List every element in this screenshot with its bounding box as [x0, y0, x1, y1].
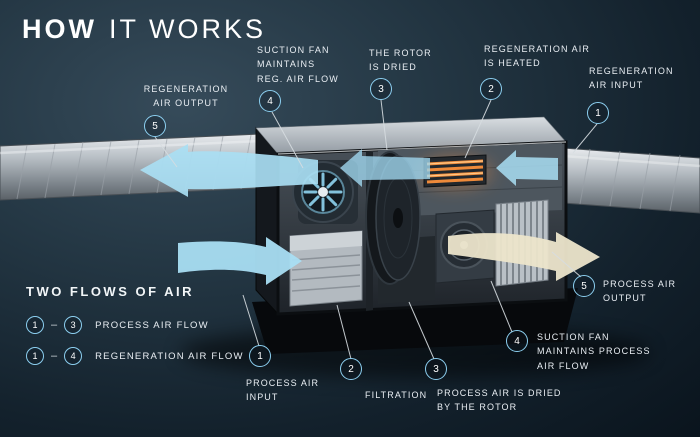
- rotor: [365, 151, 421, 285]
- filter-unit: [289, 230, 363, 307]
- regeneration-internal-arrow: [340, 149, 430, 187]
- legend-circle-to: 3: [64, 316, 83, 334]
- callout-label-regeneration-air-input: REGENERATION AIR INPUT: [589, 66, 674, 91]
- callout-label-process-air-input: PROCESS AIR INPUT: [246, 378, 320, 403]
- callout-label-process-air-dried: PROCESS AIR IS DRIED BY THE ROTOR: [437, 388, 562, 413]
- legend-circle-from: 1: [26, 347, 44, 365]
- callout-label-suction-fan-reg: SUCTION FAN MAINTAINS REG. AIR FLOW: [257, 45, 339, 84]
- legend-dash: –: [51, 350, 58, 362]
- legend: TWO FLOWS OF AIR 1 – 3 PROCESS AIR FLOW …: [26, 284, 244, 365]
- callout-number-process-air-dried: 3: [425, 358, 447, 380]
- legend-row-regeneration-air-flow: 1 – 4 REGENERATION AIR FLOW: [26, 347, 244, 365]
- title-light: IT WORKS: [108, 14, 266, 44]
- callout-number-process-air-output: 5: [573, 275, 595, 297]
- callout-label-process-air-output: PROCESS AIR OUTPUT: [603, 279, 677, 304]
- legend-circle-from: 1: [26, 316, 44, 334]
- regeneration-output-arrow: [140, 144, 318, 197]
- legend-dash: –: [51, 319, 58, 331]
- callout-number-regeneration-air-output: 5: [144, 115, 166, 137]
- flow-arrows: [140, 144, 600, 285]
- callout-label-regeneration-air-heated: REGENERATION AIR IS HEATED: [484, 44, 590, 69]
- legend-label-regeneration-air-flow: REGENERATION AIR FLOW: [95, 350, 244, 362]
- leader-lines: [154, 99, 598, 360]
- callout-number-regeneration-air-heated: 2: [480, 78, 502, 100]
- callout-number-process-air-input: 1: [249, 345, 271, 367]
- page-title: HOW IT WORKS: [22, 14, 266, 45]
- legend-circle-to: 4: [64, 347, 83, 365]
- legend-title: TWO FLOWS OF AIR: [26, 284, 195, 299]
- callout-label-rotor-is-dried: THE ROTOR IS DRIED: [369, 48, 432, 73]
- heater: [419, 154, 491, 188]
- callout-number-suction-fan-reg: 4: [259, 90, 281, 112]
- callout-label-filtration: FILTRATION: [365, 390, 428, 400]
- right-duct: [562, 147, 700, 214]
- callout-label-suction-fan-process: SUCTION FAN MAINTAINS PROCESS AIR FLOW: [537, 332, 651, 371]
- process-output-arrow: [448, 232, 600, 281]
- process-input-arrow: [178, 237, 302, 285]
- callout-label-regeneration-air-output: REGENERATION AIR OUTPUT: [143, 84, 229, 109]
- callout-number-regeneration-air-input: 1: [587, 102, 609, 124]
- legend-label-process-air-flow: PROCESS AIR FLOW: [95, 319, 209, 331]
- callout-number-rotor-is-dried: 3: [370, 78, 392, 100]
- title-bold: HOW: [22, 14, 97, 44]
- legend-row-process-air-flow: 1 – 3 PROCESS AIR FLOW: [26, 316, 244, 334]
- callout-number-suction-fan-process: 4: [506, 330, 528, 352]
- callout-number-filtration: 2: [340, 358, 362, 380]
- regeneration-inlet-arrow: [496, 150, 558, 186]
